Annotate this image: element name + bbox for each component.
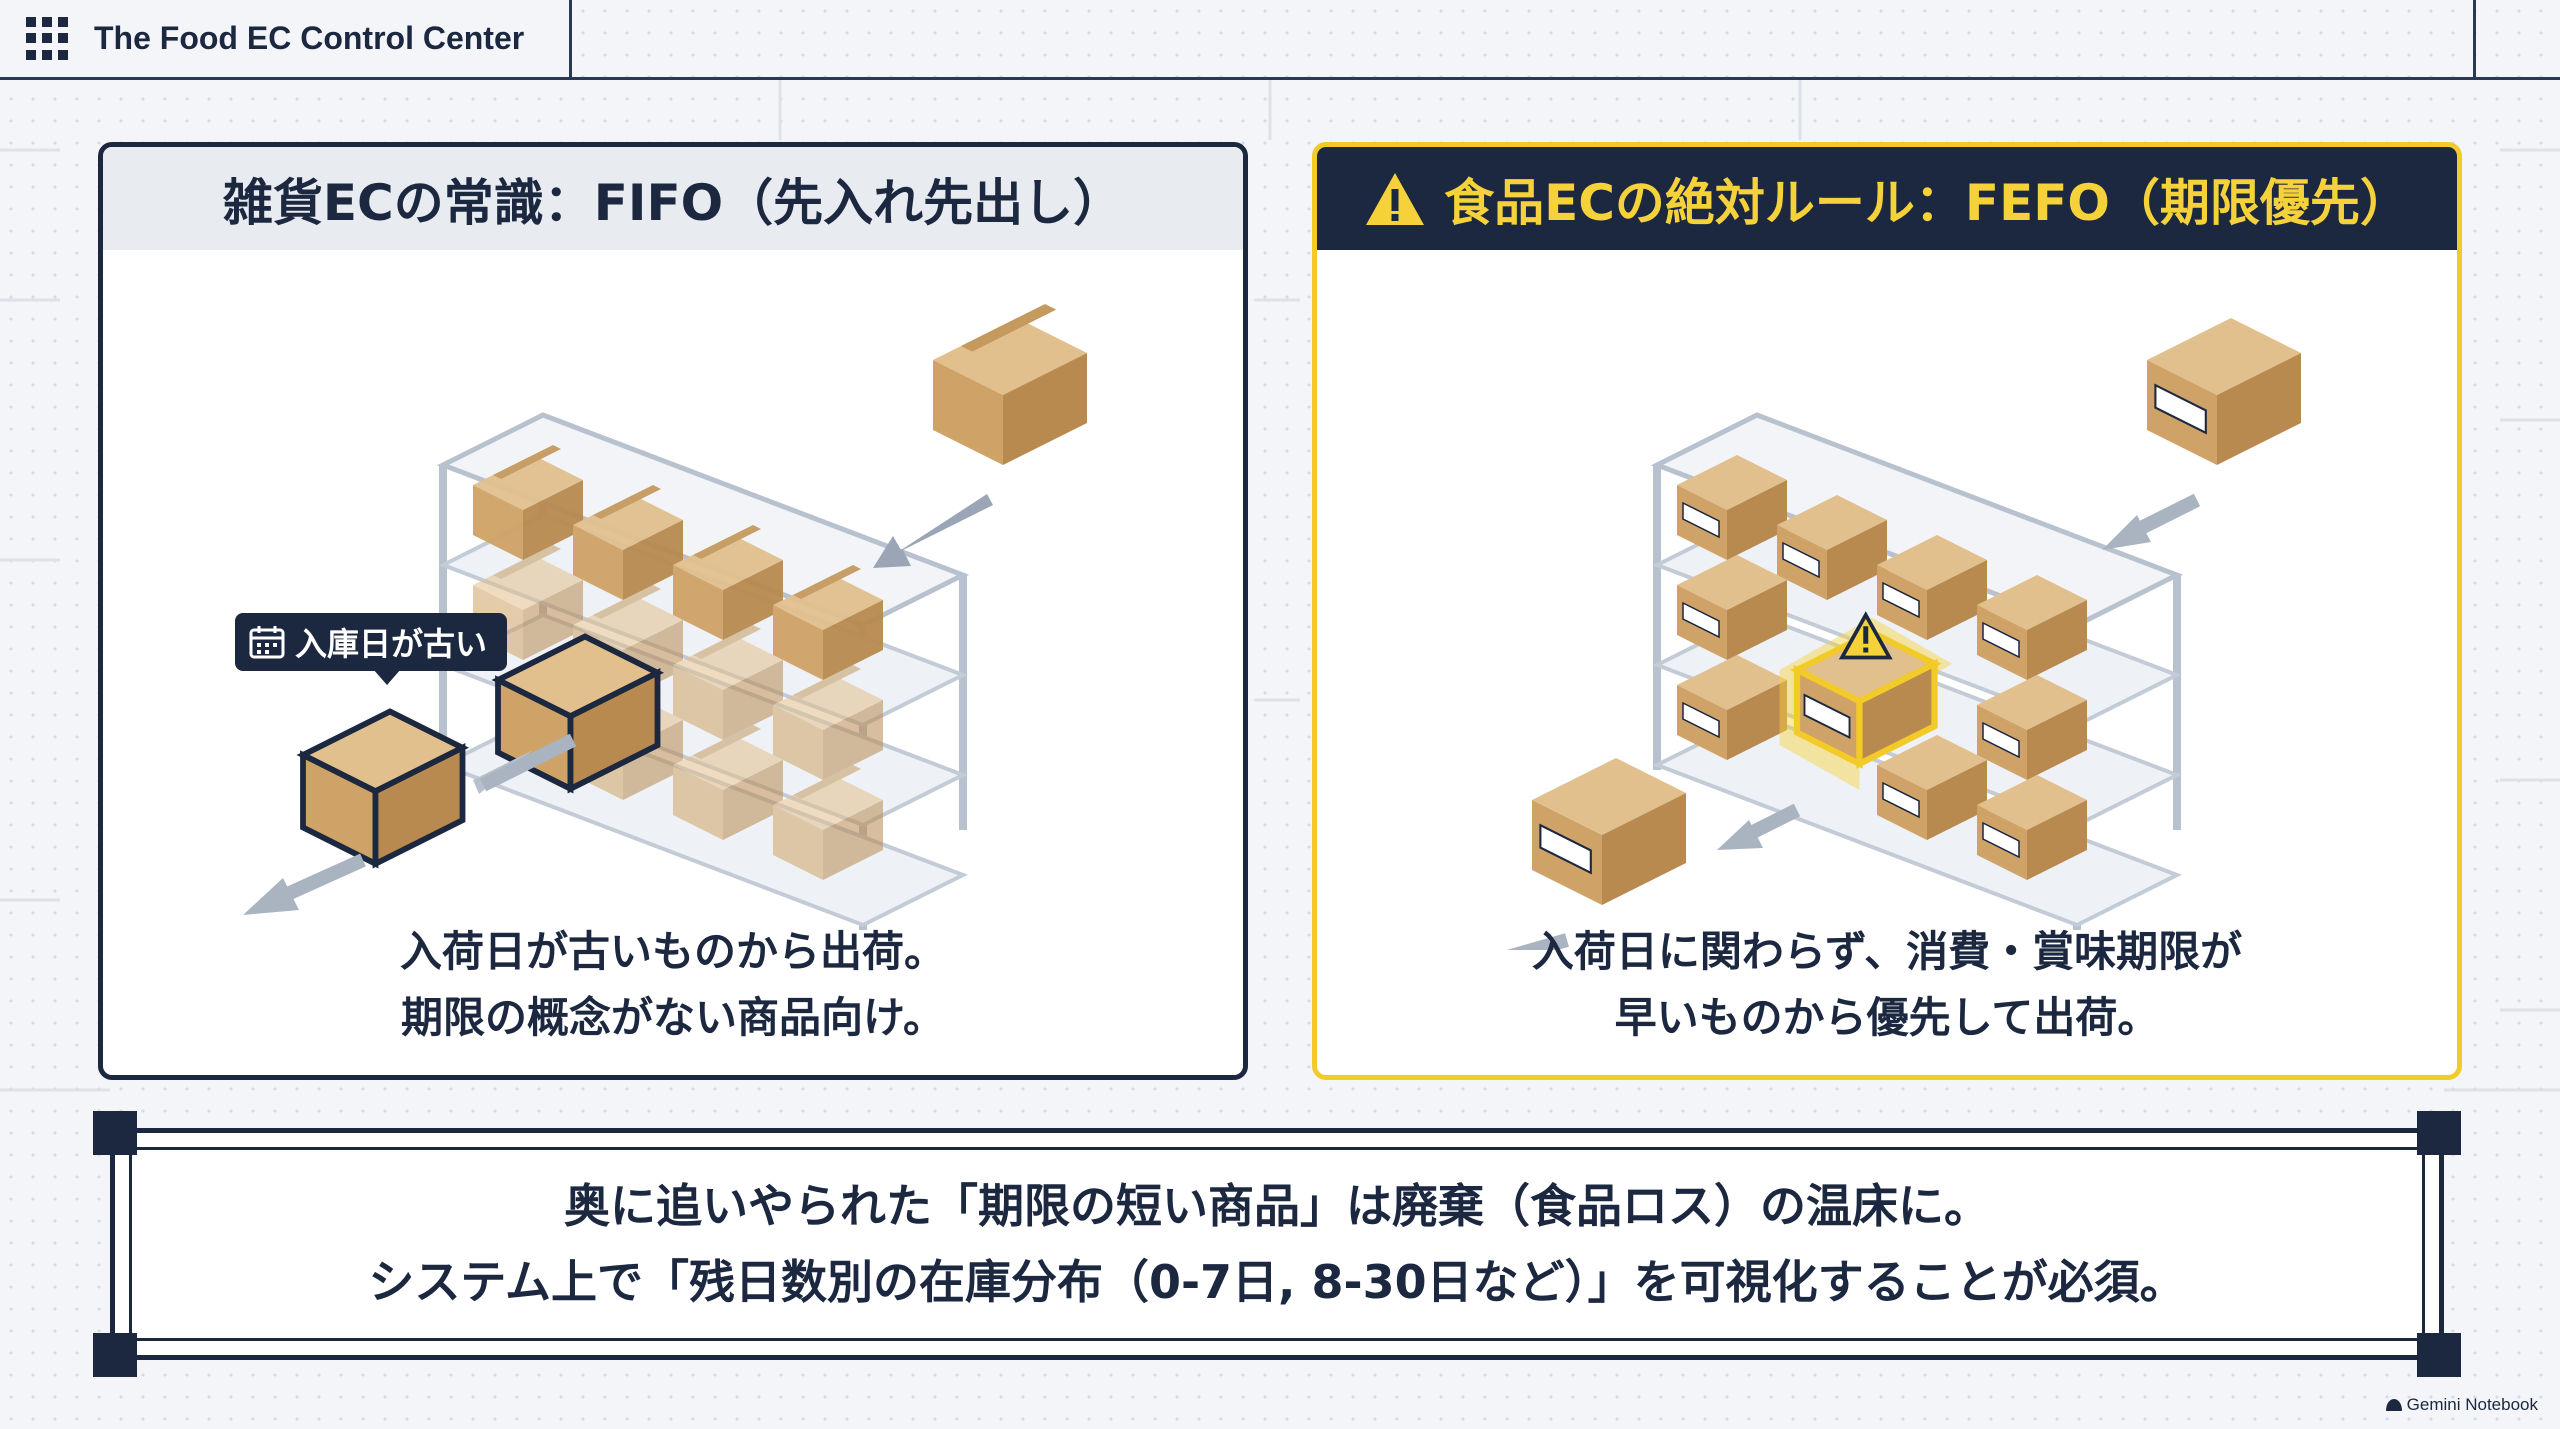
oldest-arrival-tag: 入庫日が古い bbox=[235, 613, 508, 671]
fefo-description-line: 早いものから優先して出荷。 bbox=[1614, 993, 2160, 1042]
grid-menu-icon[interactable] bbox=[26, 16, 70, 61]
fifo-description-line: 入荷日が古いものから出荷。 bbox=[399, 927, 946, 976]
banner-line: 奥に追いやられた「期限の短い商品」は廃棄（食品ロス）の温床に。 bbox=[564, 1179, 1990, 1233]
fefo-description: 入荷日に関わらず、消費・賞味期限が 早いものから優先して出荷。 bbox=[1317, 919, 2457, 1051]
fefo-panel-title: 食品ECの絶対ルール：FEFO（期限優先） bbox=[1444, 173, 2410, 232]
fifo-panel: 雑貨ECの常識：FIFO（先入れ先出し） bbox=[98, 142, 1248, 1080]
warning-icon bbox=[1366, 172, 1425, 225]
footer-brand-label: Gemini Notebook bbox=[2406, 1395, 2538, 1414]
fifo-description-line: 期限の概念がない商品向け。 bbox=[401, 993, 945, 1042]
header-divider bbox=[572, 77, 2560, 80]
conclusion-banner: 奥に追いやられた「期限の短い商品」は廃棄（食品ロス）の温床に。 システム上で「残… bbox=[93, 1111, 2461, 1377]
app-header: The Food EC Control Center bbox=[0, 0, 572, 80]
header-divider-right bbox=[2473, 0, 2476, 80]
calendar-icon bbox=[249, 626, 285, 659]
fefo-description-line: 入荷日に関わらず、消費・賞味期限が bbox=[1531, 927, 2243, 976]
fifo-panel-title: 雑貨ECの常識：FIFO（先入れ先出し） bbox=[103, 147, 1243, 250]
tag-pointer bbox=[373, 669, 401, 685]
fifo-shelf-illustration bbox=[243, 304, 1087, 930]
fefo-panel: 食品ECの絶対ルール：FEFO（期限優先） bbox=[1312, 142, 2462, 1080]
app-title: The Food EC Control Center bbox=[94, 20, 525, 56]
footer-brand: Gemini Notebook bbox=[2385, 1395, 2538, 1415]
banner-corner bbox=[2417, 1333, 2461, 1377]
banner-corner bbox=[2417, 1111, 2461, 1155]
banner-corner bbox=[93, 1111, 137, 1155]
oldest-arrival-tag-label: 入庫日が古い bbox=[295, 625, 488, 663]
banner-line: システム上で「残日数別の在庫分布（0-7日, 8-30日など）」を可視化すること… bbox=[368, 1255, 2186, 1309]
fifo-description: 入荷日が古いものから出荷。 期限の概念がない商品向け。 bbox=[103, 919, 1243, 1051]
fefo-shelf-illustration bbox=[1506, 316, 2303, 950]
fefo-panel-header: 食品ECの絶対ルール：FEFO（期限優先） bbox=[1317, 147, 2457, 250]
banner-corner bbox=[93, 1333, 137, 1377]
notebook-logo-icon bbox=[2385, 1399, 2402, 1411]
